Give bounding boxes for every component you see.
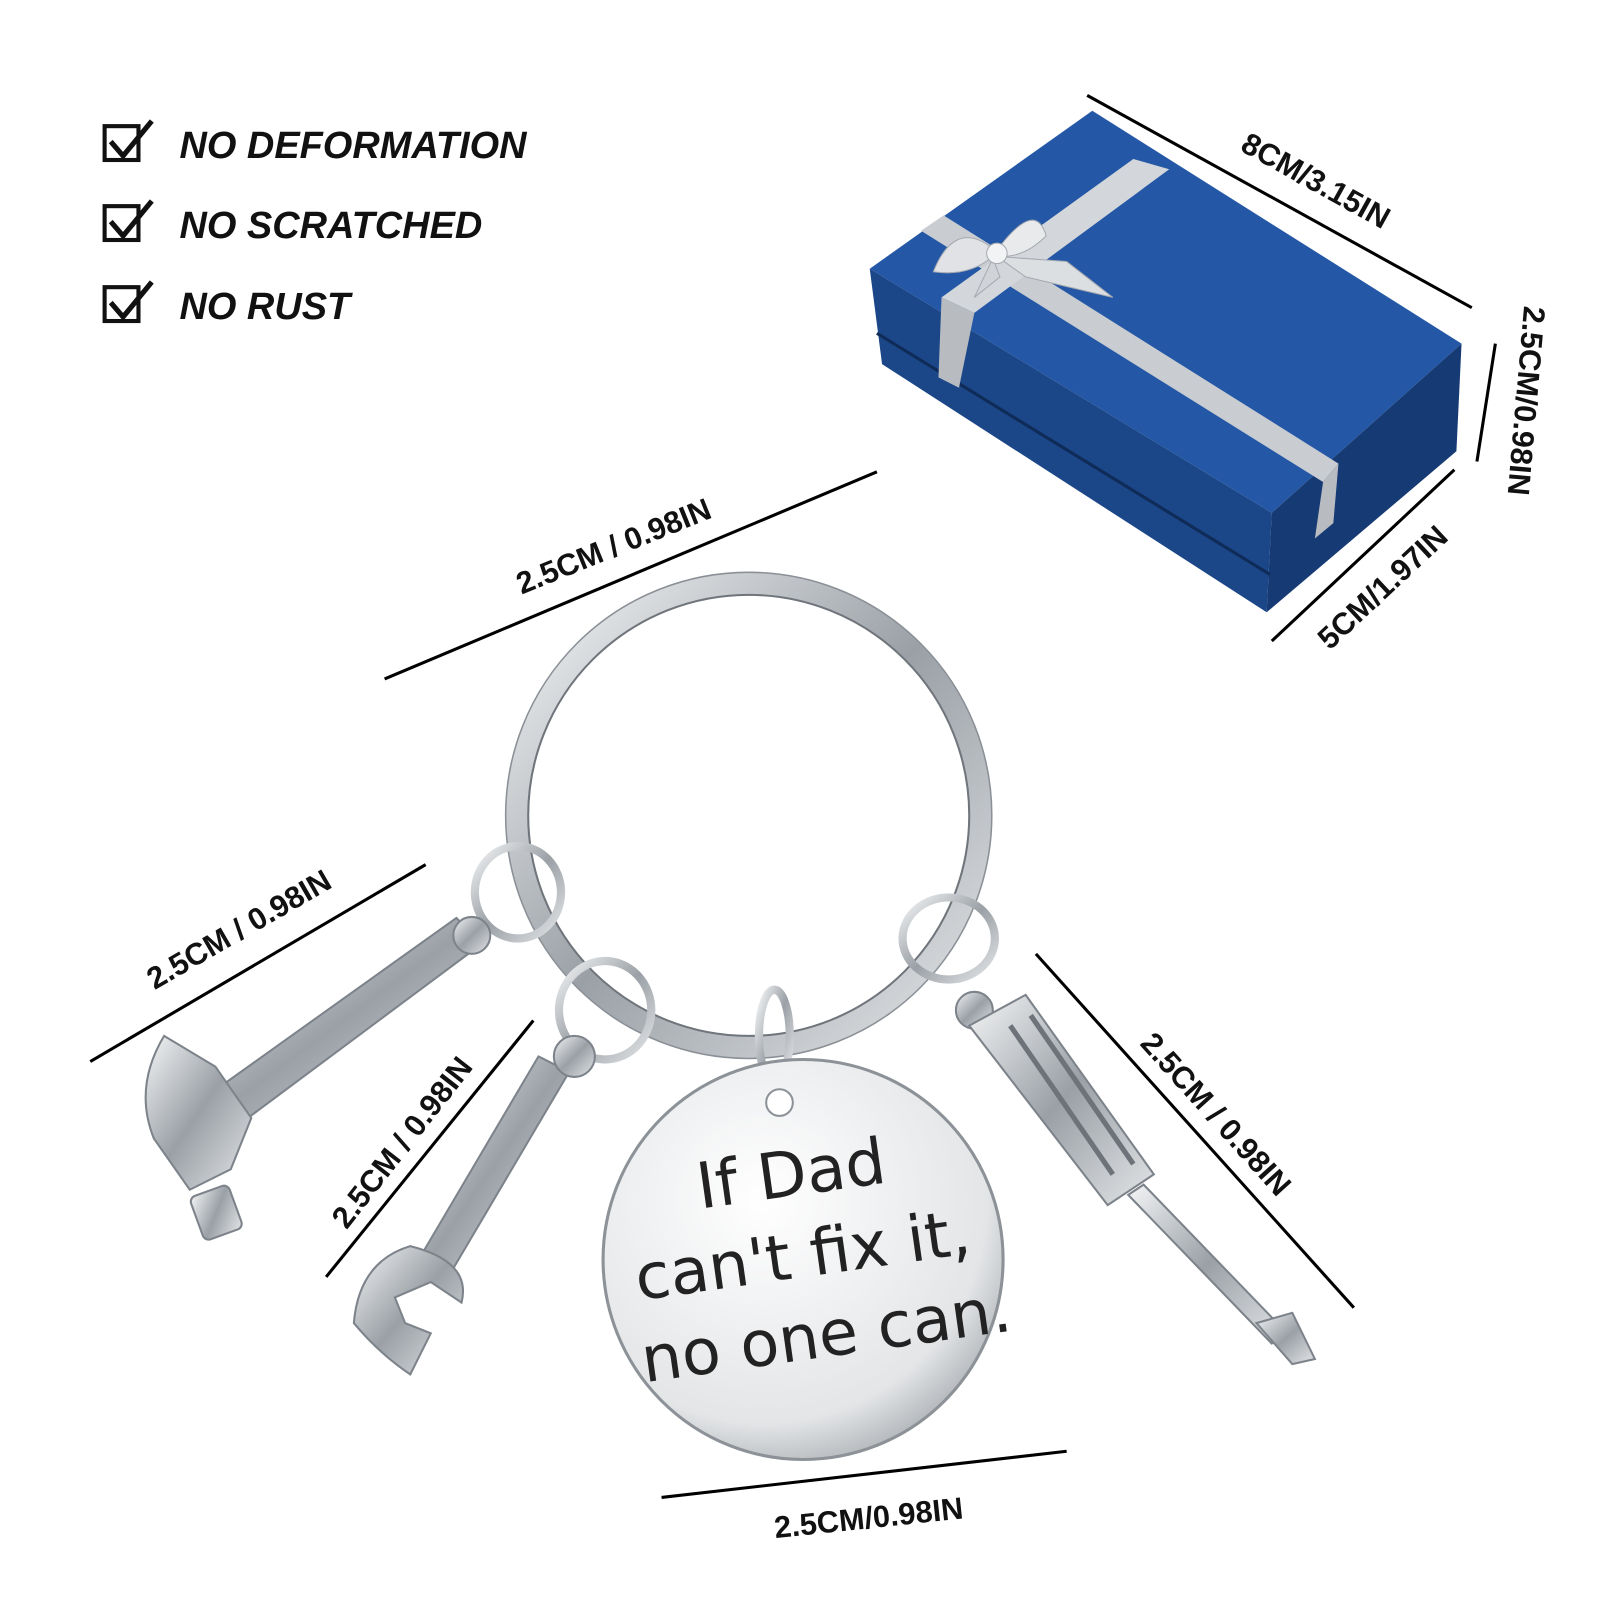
feature-label: NO SCRATCHED — [179, 205, 482, 247]
dimension-ring: 2.5CM / 0.98IN — [384, 470, 878, 681]
dimension-label: 2.5CM / 0.98IN — [141, 863, 338, 997]
screwdriver-charm — [954, 990, 1317, 1366]
dimension-box-height: 2.5CM/0.98IN — [1475, 305, 1552, 497]
jump-rings — [470, 842, 999, 1087]
dimension-label: 2.5CM/0.98IN — [772, 1490, 964, 1545]
dimension-tag: 2.5CM/0.98IN — [661, 1449, 1067, 1545]
feature-item: NO RUST — [102, 280, 353, 328]
bow-icon — [932, 219, 1114, 298]
wrench-charm — [352, 1034, 596, 1376]
dimension-label: 2.5CM / 0.98IN — [1134, 1025, 1298, 1202]
hammer-charm — [144, 915, 492, 1241]
checkbox-checked-icon — [102, 204, 141, 243]
feature-list: NO DEFORMATION NO SCRATCHED NO RUST — [102, 119, 528, 328]
engraved-tag: If Dad can't fix it, no one can. — [601, 1057, 1016, 1462]
key-ring — [504, 571, 993, 1060]
feature-label: NO RUST — [179, 286, 353, 328]
feature-label: NO DEFORMATION — [179, 125, 528, 167]
ribbon — [921, 215, 1339, 483]
checkbox-checked-icon — [102, 285, 141, 324]
feature-item: NO DEFORMATION — [102, 119, 528, 167]
gift-box — [869, 110, 1462, 613]
feature-item: NO SCRATCHED — [102, 199, 482, 247]
checkbox-checked-icon — [102, 124, 141, 163]
dimension-label: 2.5CM/0.98IN — [1501, 305, 1552, 497]
dimension-hammer: 2.5CM / 0.98IN — [89, 863, 427, 1063]
